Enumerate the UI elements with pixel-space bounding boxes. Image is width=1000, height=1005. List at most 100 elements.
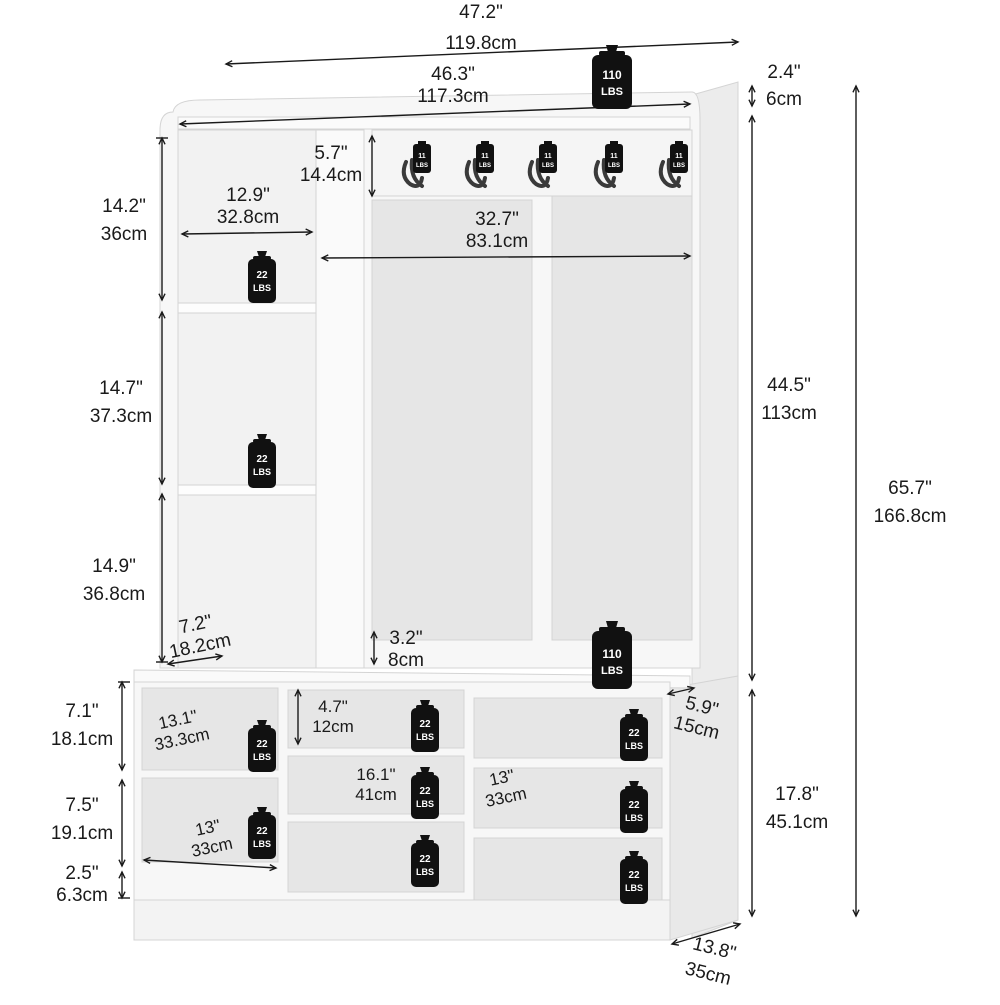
center-divider (315, 129, 365, 669)
bench-lip-in: 3.2" (389, 628, 423, 649)
weight-top-110-unit: LBS (601, 86, 623, 98)
weight-shelf-1: 22 LBS (247, 249, 277, 304)
upper-shelf-2-cm: 37.3cm (89, 406, 153, 427)
weight-hook-3-unit: LBS (542, 163, 554, 169)
bench-depth-line (667, 687, 695, 695)
weight-cubby-left-bottom-value: 22 (256, 826, 268, 837)
bench-lip-label: 3.2" 8cm (388, 628, 424, 672)
weight-cubby-left-top-value: 22 (256, 739, 268, 750)
weight-hook-4-value: 11 (610, 153, 618, 160)
upper-shelf-3-in: 14.9" (92, 556, 136, 577)
upper-shelf-2-label: 14.7" 37.3cm (90, 378, 152, 428)
cubby-left-top-in: 7.1" (65, 701, 99, 722)
inner-width-line-arrow-2 (683, 100, 692, 108)
cubby-mid-width-in: 16.1" (356, 765, 396, 784)
upper-height-cm: 113cm (761, 403, 817, 424)
top-board-in: 2.4" (767, 62, 801, 83)
top-board-label: 2.4" 6cm (766, 62, 802, 111)
weight-hook-1-value: 11 (418, 153, 426, 160)
weight-cubby-mid-middle: 22 LBS (410, 765, 440, 820)
weight-hook-5-unit: LBS (673, 163, 685, 169)
weight-cubby-right-bottom-unit: LBS (625, 883, 643, 893)
upper-height-line-arrow-2 (748, 673, 756, 682)
hanging-panel-right (551, 195, 693, 641)
upper-shelf-2-line-arrow-2 (158, 477, 166, 486)
weight-cubby-left-top: 22 LBS (247, 718, 277, 773)
upper-shelf-width-line-arrow-2 (305, 228, 314, 236)
top-board-line-arrow-2 (748, 99, 756, 108)
weight-bench-110-value: 110 (602, 647, 622, 661)
upper-shelf-3-line-arrow-1 (158, 492, 166, 501)
upper-shelf-width-line-arrow-1 (180, 230, 189, 238)
cubby-left-width-bottom-label: 13" 33cm (186, 814, 235, 862)
hook-rail-line-arrow-1 (368, 134, 376, 143)
total-height-cm: 166.8cm (873, 506, 947, 527)
weight-shelf-2-unit: LBS (253, 467, 271, 477)
cubby-mid-height-in: 4.7" (318, 697, 348, 716)
bench-height-line-arrow-1 (748, 688, 756, 697)
hanging-width-line (321, 255, 691, 259)
cubby-right-width-label: 13" 33cm (480, 764, 529, 812)
weight-hook-2-unit: LBS (479, 163, 491, 169)
overall-width-line-arrow-1 (224, 60, 233, 68)
weight-top-110: 110 LBS (590, 42, 634, 110)
bench-depth-line-arrow-2 (687, 685, 696, 693)
top-crown (177, 116, 691, 130)
upper-height-label: 44.5" 113cm (761, 375, 817, 425)
weight-shelf-2-value: 22 (256, 454, 268, 465)
cubby-left-bottom-line-arrow-2 (118, 859, 126, 868)
cubby-left-width-bottom-line (143, 859, 277, 869)
weight-hook-1-unit: LBS (416, 163, 428, 169)
total-height-line-arrow-1 (852, 84, 860, 93)
hook-rail-cm: 14.4cm (299, 165, 363, 186)
upper-shelf-width-line (181, 231, 313, 235)
weight-cubby-right-top: 22 LBS (619, 707, 649, 762)
weight-cubby-mid-bottom-value: 22 (419, 854, 431, 865)
overall-width-line (225, 41, 739, 65)
top-board-cm: 6cm (766, 89, 802, 110)
hanging-panel-left (371, 199, 533, 641)
bench-lip-line-arrow-1 (370, 630, 378, 639)
cubby-left-bottom-label: 7.5" 19.1cm (51, 795, 113, 845)
upper-shelf-1-line-arrow-2 (158, 293, 166, 302)
bench-height-line-arrow-2 (748, 909, 756, 918)
bench-depth-line-arrow-1 (666, 689, 675, 697)
hanging-width-label: 32.7" 83.1cm (466, 209, 528, 253)
bench-height-cm: 45.1cm (765, 812, 829, 833)
bench-height-label: 17.8" 45.1cm (766, 784, 828, 834)
hanging-width-line-arrow-2 (683, 252, 692, 260)
coat-hook-3 (527, 158, 550, 188)
weight-cubby-left-top-unit: LBS (253, 752, 271, 762)
bench-base (133, 899, 671, 941)
upper-height-in: 44.5" (767, 375, 811, 396)
cubby-left-top-cm: 18.1cm (50, 729, 114, 750)
hook-rail-in: 5.7" (314, 143, 348, 164)
upper-shelf-width-cm: 32.8cm (216, 207, 280, 228)
weight-bench-110-unit: LBS (601, 665, 623, 677)
depth-line (671, 923, 741, 945)
upper-shelf-depth-line (167, 655, 223, 665)
weight-cubby-left-bottom: 22 LBS (247, 805, 277, 860)
depth-line-arrow-1 (670, 938, 680, 946)
weight-cubby-right-bottom-value: 22 (628, 870, 640, 881)
cubby-mid-height-line-arrow-2 (294, 737, 302, 746)
top-board-line-arrow-1 (748, 84, 756, 93)
weight-hook-4-unit: LBS (608, 163, 620, 169)
upper-shelf-2-in: 14.7" (99, 378, 143, 399)
inner-width-in: 46.3" (431, 64, 475, 85)
weight-cubby-mid-top-unit: LBS (416, 732, 434, 742)
upper-shelf-1-cm: 36cm (100, 224, 148, 245)
upper-shelf-1-label: 14.2" 36cm (101, 196, 147, 246)
inner-width-label: 46.3" 117.3cm (417, 64, 488, 108)
weight-hook-4: 11 LBS (604, 140, 624, 174)
base-label: 2.5" 6.3cm (56, 863, 108, 907)
cubby-mid-width-label: 16.1" 41cm (355, 765, 397, 805)
cubby-left-top-label: 7.1" 18.1cm (51, 701, 113, 751)
weight-cubby-right-middle: 22 LBS (619, 779, 649, 834)
hook-rail-label: 5.7" 14.4cm (300, 143, 362, 187)
base-in: 2.5" (65, 863, 99, 884)
coat-hook-2 (464, 158, 487, 188)
weight-cubby-mid-middle-unit: LBS (416, 799, 434, 809)
